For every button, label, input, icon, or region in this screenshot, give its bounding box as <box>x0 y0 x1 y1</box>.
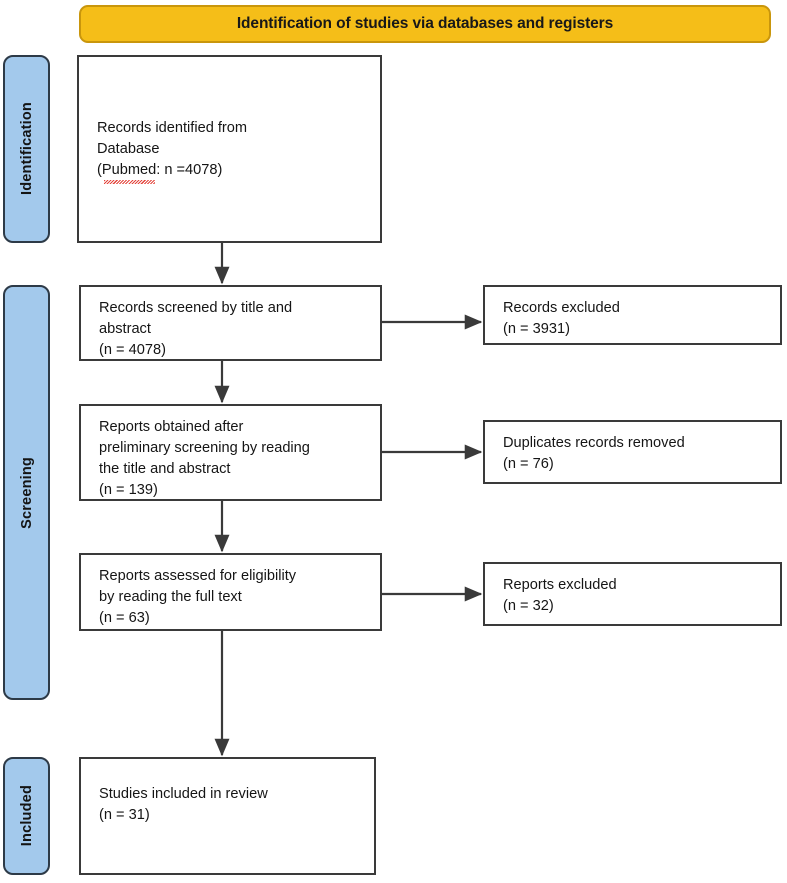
header-banner: Identification of studies via databases … <box>79 5 771 43</box>
records-identified-line1: Records identified from <box>97 120 248 136</box>
header-title: Identification of studies via databases … <box>236 15 614 32</box>
box-reports-obtained-text: Reports obtained after preliminary scree… <box>99 419 310 498</box>
box-studies-included-text: Studies included in review (n = 31) <box>99 786 268 823</box>
stage-bar-screening: Screening <box>3 285 50 700</box>
box-studies-included: Studies included in review (n = 31) <box>79 757 376 875</box>
spellcheck-underlined-word: Pubmed <box>102 160 156 184</box>
box-duplicates-removed: Duplicates records removed (n = 76) <box>483 420 782 484</box>
records-identified-line3-prefix: ( <box>97 162 102 178</box>
box-reports-excluded-text: Reports excluded (n = 32) <box>503 577 617 614</box>
records-identified-line2: Database <box>97 141 160 157</box>
box-duplicates-removed-text: Duplicates records removed (n = 76) <box>503 435 685 472</box>
box-reports-assessed-eligibility: Reports assessed for eligibility by read… <box>79 553 382 631</box>
box-reports-excluded: Reports excluded (n = 32) <box>483 562 782 626</box>
box-records-excluded-text: Records excluded (n = 3931) <box>503 300 620 337</box>
records-identified-line3-suffix: : n =4078) <box>156 162 223 178</box>
stage-label-included: Included <box>18 785 35 847</box>
stage-label-identification: Identification <box>18 102 35 196</box>
stage-label-screening: Screening <box>18 456 35 529</box>
box-records-screened-text: Records screened by title and abstract (… <box>99 300 293 358</box>
stage-bar-included: Included <box>3 757 50 875</box>
box-records-excluded: Records excluded (n = 3931) <box>483 285 782 345</box>
box-reports-obtained: Reports obtained after preliminary scree… <box>79 404 382 501</box>
stage-bar-identification: Identification <box>3 55 50 243</box>
box-records-screened: Records screened by title and abstract (… <box>79 285 382 361</box>
box-reports-assessed-eligibility-text: Reports assessed for eligibility by read… <box>99 568 297 626</box>
